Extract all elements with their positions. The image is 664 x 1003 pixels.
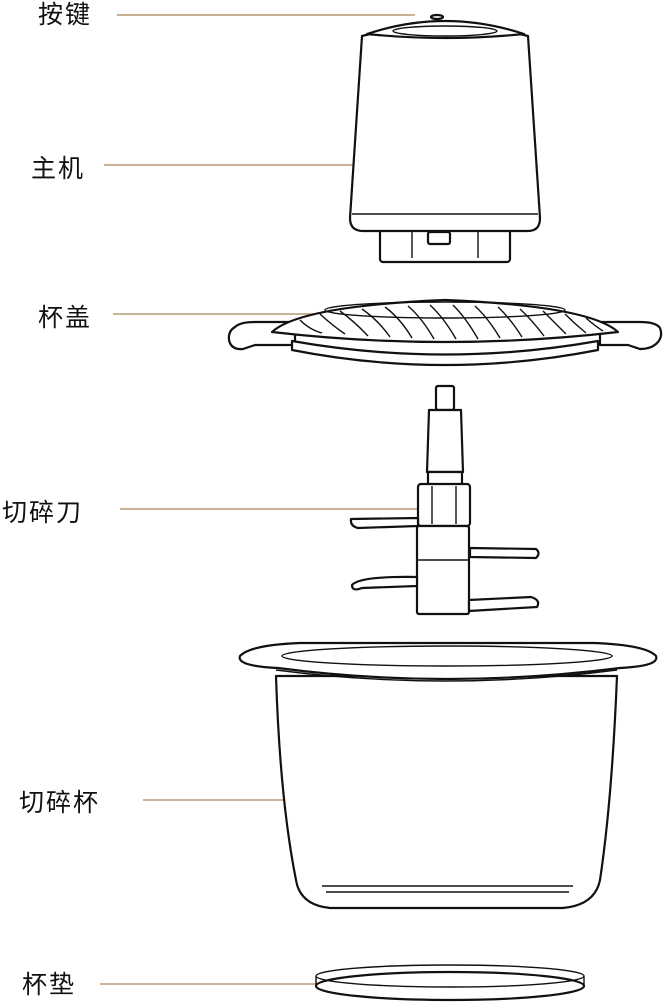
- label-mat: 杯垫: [22, 970, 77, 999]
- blade-drawing: [349, 384, 540, 616]
- label-button: 按键: [38, 0, 93, 29]
- main-unit-drawing: [348, 13, 542, 264]
- lid-drawing: [227, 298, 663, 367]
- mat-drawing: [314, 964, 586, 1002]
- label-main-unit: 主机: [31, 154, 86, 183]
- label-blade: 切碎刀: [2, 498, 84, 527]
- bowl-drawing: [238, 641, 658, 910]
- label-bowl: 切碎杯: [19, 788, 101, 817]
- label-lid: 杯盖: [38, 303, 93, 332]
